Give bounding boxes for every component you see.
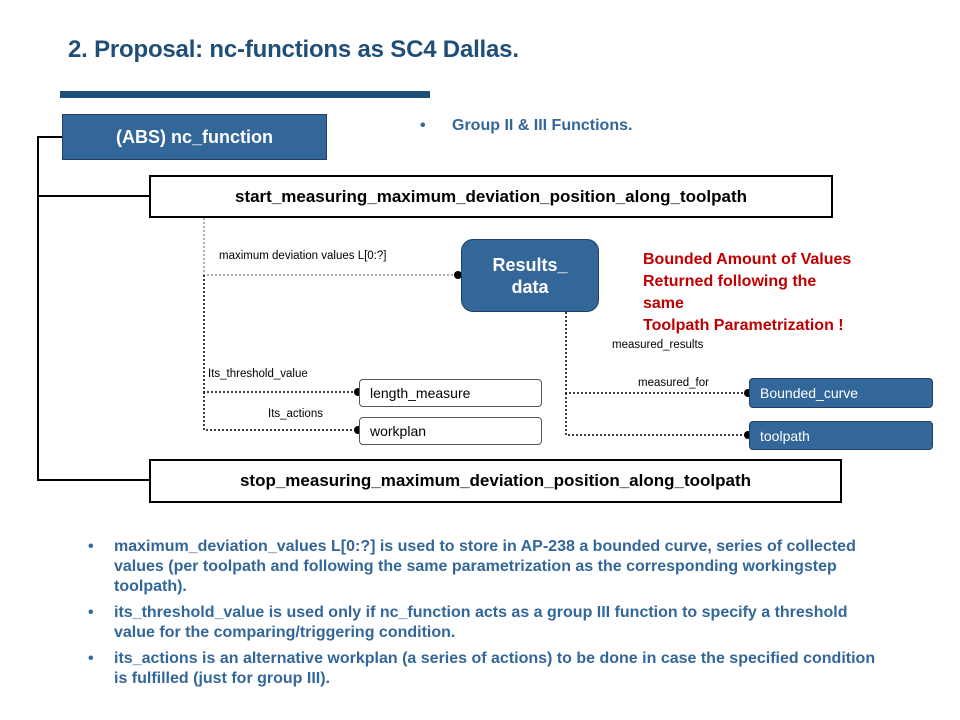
explanation-list: • maximum_deviation_values L[0:?] is used… bbox=[88, 537, 888, 695]
red-note-line-3: same bbox=[643, 295, 684, 312]
results-line-1: Results_ bbox=[492, 254, 568, 275]
results-line-2: data bbox=[511, 276, 549, 297]
group-bullet: • Group II & III Functions. bbox=[420, 117, 632, 135]
measured-for-label: measured_for bbox=[638, 377, 709, 389]
start-measuring-box: start_measuring_maximum_deviation_positi… bbox=[149, 175, 833, 218]
list-item: • its_threshold_value is used only if nc_… bbox=[88, 603, 888, 643]
red-note-line-1: Bounded Amount of Values bbox=[643, 251, 852, 268]
list-item: • maximum_deviation_values L[0:?] is used… bbox=[88, 537, 888, 597]
abs-nc-function-box: (ABS) nc_function bbox=[62, 114, 327, 160]
actions-label: Its_actions bbox=[268, 408, 323, 420]
bullet-dot: • bbox=[420, 117, 426, 134]
max-dev-label: maximum deviation values L[0:?] bbox=[219, 250, 387, 262]
bounded-curve-box: Bounded_curve bbox=[749, 378, 933, 408]
bullet-text-actions: its_actions is an alternative workplan (… bbox=[114, 650, 876, 687]
workplan-box: workplan bbox=[359, 417, 542, 445]
page-title: 2. Proposal: nc-functions as SC4 Dallas. bbox=[68, 36, 519, 63]
threshold-label: Its_threshold_value bbox=[208, 368, 308, 380]
red-note-line-2: Returned following the bbox=[643, 273, 817, 290]
results-connector-dot bbox=[454, 271, 462, 279]
group-bullet-text: Group II & III Functions. bbox=[452, 117, 633, 134]
list-item: • its_actions is an alternative workplan … bbox=[88, 649, 888, 689]
bullet-dot: • bbox=[88, 538, 94, 555]
measured-results-label: measured_results bbox=[612, 339, 704, 351]
length-measure-box: length_measure bbox=[359, 379, 542, 407]
red-note-line-4: Toolpath Parametrization ! bbox=[643, 317, 844, 334]
bullet-dot: • bbox=[88, 650, 94, 667]
results-to-toolpath-line bbox=[565, 393, 747, 436]
bullet-dot: • bbox=[88, 604, 94, 621]
bullet-text-threshold: its_threshold_value is used only if nc_f… bbox=[114, 604, 848, 641]
abs-to-subtypes-line bbox=[37, 136, 149, 481]
title-underline bbox=[60, 91, 430, 98]
stop-measuring-box: stop_measuring_maximum_deviation_positio… bbox=[149, 459, 842, 503]
results-data-box: Results_ data bbox=[461, 239, 599, 312]
toolpath-box: toolpath bbox=[749, 421, 933, 450]
start-to-results-line bbox=[203, 218, 461, 276]
bullet-text-max-dev: maximum_deviation_values L[0:?] is used … bbox=[114, 538, 856, 595]
bounded-amount-note: Bounded Amount of Values Returned follow… bbox=[643, 249, 943, 337]
start-to-workplan-line bbox=[203, 392, 357, 431]
